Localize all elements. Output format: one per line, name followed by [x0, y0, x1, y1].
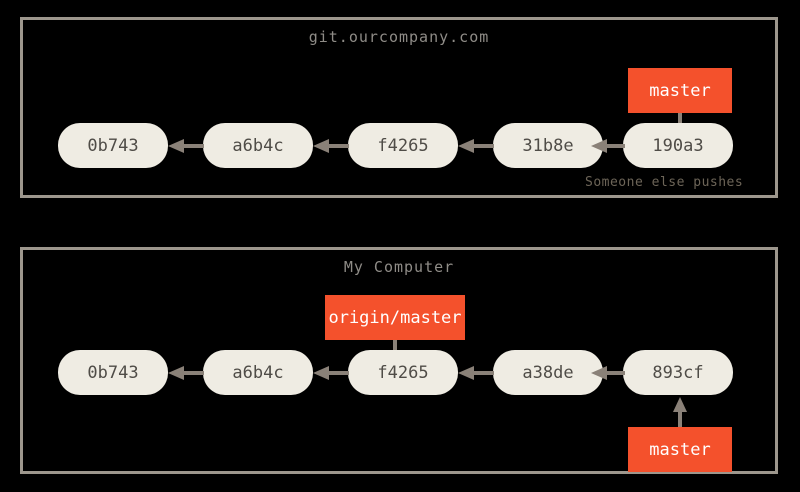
- commit-node-a6b4c-remote[interactable]: a6b4c: [203, 123, 313, 168]
- arrow-a6b4c-to-0b743: [168, 135, 204, 157]
- commit-id-text: a38de: [522, 362, 574, 383]
- commit-node-0b743-local[interactable]: 0b743: [58, 350, 168, 395]
- panel-remote-repository: git.ourcompany.com master 0b743 a6b4c f4…: [20, 17, 778, 198]
- arrow-a38de-to-f4265-local: [458, 362, 494, 384]
- arrow-a6b4c-to-0b743-local: [168, 362, 204, 384]
- arrow-893cf-to-a38de-local: [591, 362, 625, 384]
- ref-label-master-local[interactable]: master: [628, 427, 732, 472]
- arrow-f4265-to-a6b4c: [313, 135, 349, 157]
- commit-node-31b8e-remote[interactable]: 31b8e: [493, 123, 603, 168]
- ref-label-master-local-text: master: [649, 439, 711, 460]
- commit-id-text: 0b743: [87, 362, 139, 383]
- commit-id-text: a6b4c: [232, 362, 284, 383]
- arrow-f4265-to-a6b4c-local: [313, 362, 349, 384]
- arrow-master-to-893cf: [669, 397, 691, 427]
- commit-id-text: f4265: [377, 362, 429, 383]
- commit-id-text: 31b8e: [522, 135, 574, 156]
- commit-node-f4265-local[interactable]: f4265: [348, 350, 458, 395]
- commit-node-a6b4c-local[interactable]: a6b4c: [203, 350, 313, 395]
- commit-id-text: f4265: [377, 135, 429, 156]
- arrow-31b8e-to-f4265: [458, 135, 494, 157]
- commit-id-text: 190a3: [652, 135, 704, 156]
- panel-remote-title: git.ourcompany.com: [308, 28, 490, 46]
- panel-local-repository: My Computer origin/master 0b743 a6b4c f4…: [20, 247, 778, 474]
- arrow-190a3-to-31b8e: [591, 135, 625, 157]
- panel-remote-caption: Someone else pushes: [585, 175, 744, 190]
- ref-label-origin-master[interactable]: origin/master: [325, 295, 465, 340]
- commit-node-0b743-remote[interactable]: 0b743: [58, 123, 168, 168]
- ref-label-origin-master-text: origin/master: [328, 307, 462, 328]
- commit-node-a38de-local[interactable]: a38de: [493, 350, 603, 395]
- ref-label-master-remote[interactable]: master: [628, 68, 732, 113]
- panel-local-title: My Computer: [343, 258, 455, 276]
- commit-id-text: 893cf: [652, 362, 704, 383]
- ref-label-master-remote-text: master: [649, 80, 711, 101]
- commit-id-text: 0b743: [87, 135, 139, 156]
- commit-id-text: a6b4c: [232, 135, 284, 156]
- commit-node-893cf-local[interactable]: 893cf: [623, 350, 733, 395]
- commit-node-190a3-remote[interactable]: 190a3: [623, 123, 733, 168]
- commit-node-f4265-remote[interactable]: f4265: [348, 123, 458, 168]
